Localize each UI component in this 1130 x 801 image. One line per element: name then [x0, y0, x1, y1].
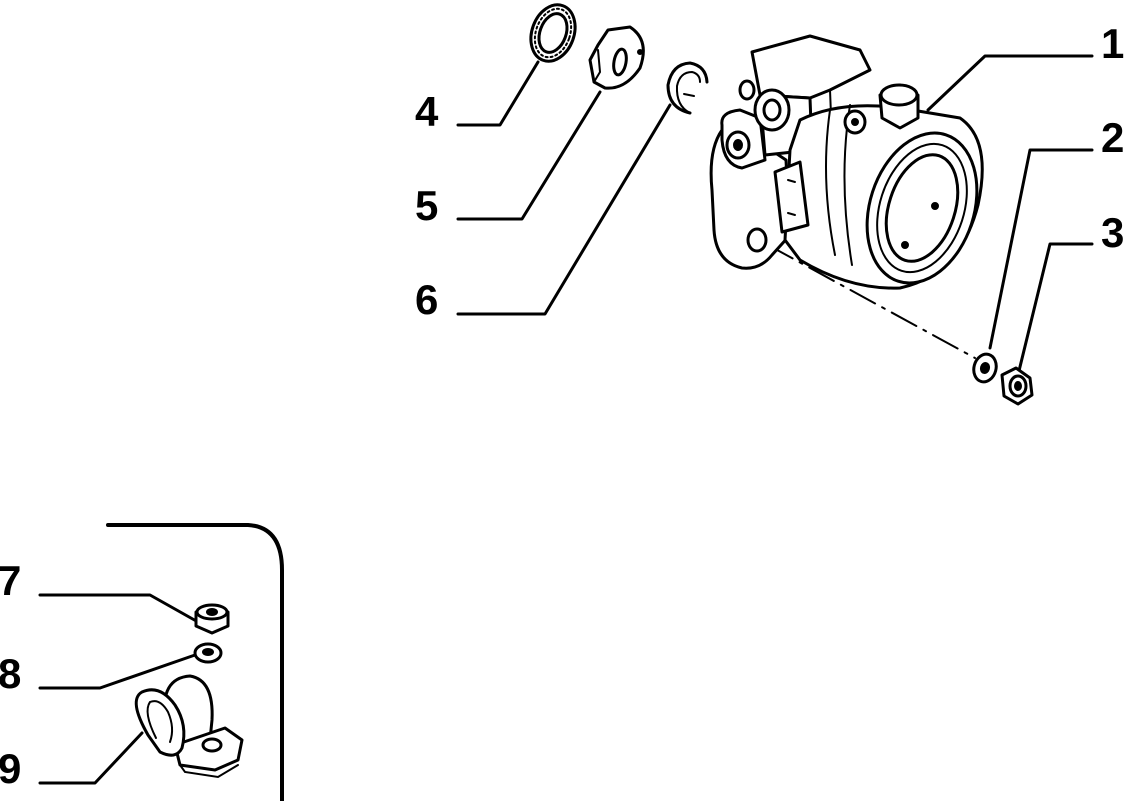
ring-gasket-icon — [529, 3, 577, 63]
nut-icon — [194, 603, 230, 635]
callout-2: 2 — [1101, 114, 1124, 161]
washer-icon — [193, 642, 223, 664]
cam-plate-icon — [588, 25, 645, 90]
pump-housing-icon — [709, 34, 984, 290]
leader-line-3 — [1016, 242, 1094, 377]
callout-5: 5 — [415, 182, 438, 229]
callout-4: 4 — [415, 88, 439, 135]
leader-line-6 — [456, 103, 672, 316]
assembly-axis-line — [767, 244, 976, 359]
leader-line-9 — [38, 731, 144, 785]
group-frame-line — [106, 523, 284, 801]
leader-line-7 — [38, 593, 200, 624]
pipe-clamp-icon — [134, 674, 244, 779]
leader-line-1 — [926, 54, 1094, 112]
callout-3: 3 — [1101, 209, 1124, 256]
circlip-icon — [666, 61, 709, 115]
callout-8: 8 — [0, 650, 21, 697]
leader-line-2 — [988, 148, 1094, 350]
washer-icon — [972, 352, 998, 384]
nut-icon — [1000, 366, 1034, 406]
leader-line-5 — [456, 90, 602, 221]
leader-line-8 — [38, 653, 197, 690]
callout-1: 1 — [1101, 20, 1124, 67]
callout-7: 7 — [0, 557, 21, 604]
leader-line-4 — [456, 60, 540, 127]
callout-6: 6 — [415, 276, 438, 323]
callout-9: 9 — [0, 745, 21, 792]
